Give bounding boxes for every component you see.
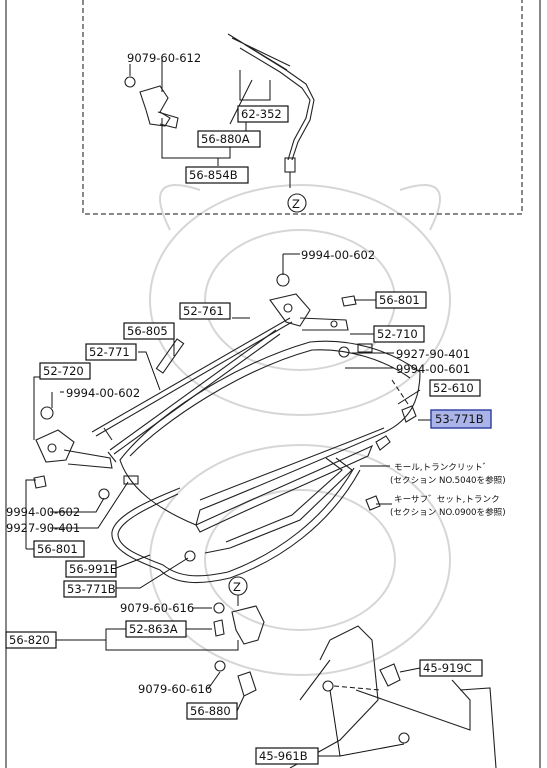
note-molding-1: モール,トランクリット゛ xyxy=(394,462,491,473)
label-hinge-left: 52-720 xyxy=(43,364,84,378)
box-bumper-highlight[interactable] xyxy=(430,409,492,429)
box-hinge-710 xyxy=(373,325,425,343)
key-set-part xyxy=(365,495,381,511)
watermark-emblem xyxy=(149,184,451,676)
box-lid xyxy=(429,379,481,397)
weatherstrip-seal xyxy=(111,467,361,584)
label-top-bolt: 9079-60-612 xyxy=(127,51,201,65)
label-bolt-616-a: 9079-60-616 xyxy=(120,601,194,615)
box-cable xyxy=(237,105,289,123)
bumper-right xyxy=(401,405,417,423)
label-nut-601: 9994-00-601 xyxy=(396,362,470,376)
label-z-top: Z xyxy=(292,197,300,211)
label-latch-a: 56-880A xyxy=(201,132,250,146)
box-hinge-right xyxy=(375,291,427,309)
trunk-lid xyxy=(119,340,421,533)
detail-inset-frame xyxy=(82,0,523,215)
label-nut-left: 9994-00-602 xyxy=(66,386,140,400)
note-key-1: キーサフ゛セット,トランク xyxy=(394,494,500,505)
box-hinge-left-bottom xyxy=(33,540,85,558)
lid-molding xyxy=(204,435,391,554)
label-hinge-right: 56-801 xyxy=(379,293,420,307)
label-z-bottom: Z xyxy=(233,580,241,594)
label-weatherstrip: 56-991E xyxy=(69,562,117,576)
top-latch-part xyxy=(124,76,179,129)
label-nut-left-bottom: 9994-00-602 xyxy=(6,505,80,519)
label-hinge-710: 52-710 xyxy=(377,327,418,341)
box-bracket-805 xyxy=(123,322,175,340)
box-torsion-771 xyxy=(85,343,137,361)
cable-assembly xyxy=(227,33,315,188)
marker-z-top xyxy=(287,193,307,213)
body-panel-detail xyxy=(289,625,497,768)
left-hinge xyxy=(33,406,139,500)
label-bolt-616-b: 9079-60-616 xyxy=(138,682,212,696)
label-latch-assy: 56-820 xyxy=(9,633,50,647)
label-bumper-left-bottom: 9927-90-401 xyxy=(6,521,80,535)
label-hinge-left-bottom: 56-801 xyxy=(37,542,78,556)
box-bumper-bottom xyxy=(63,580,117,598)
label-latch-b: 56-854B xyxy=(189,168,238,182)
box-latch-b xyxy=(185,166,249,184)
label-cable: 62-352 xyxy=(241,107,282,121)
label-bracket-805: 56-805 xyxy=(127,324,168,338)
label-clip-961: 45-961B xyxy=(259,749,308,763)
box-weatherstrip xyxy=(65,560,117,578)
box-latch-a xyxy=(197,130,261,148)
label-striker: 52-863A xyxy=(129,622,178,636)
label-bumper-highlight[interactable]: 53-771B xyxy=(435,412,484,426)
bottom-latch-assembly xyxy=(213,602,265,697)
label-nut-top: 9994-00-602 xyxy=(301,248,375,262)
box-hinge-left xyxy=(39,362,91,380)
label-fastener-919: 45-919C xyxy=(423,661,472,675)
note-molding-2: (セクション NO.5040を参照) xyxy=(390,474,506,486)
label-bumper-bottom: 53-771B xyxy=(67,582,116,596)
label-lid: 52-610 xyxy=(433,381,474,395)
label-bumper-401: 9927-90-401 xyxy=(396,347,470,361)
label-latch-880: 56-880 xyxy=(190,704,231,718)
label-torsion-bar: 52-761 xyxy=(183,304,224,318)
box-torsion-bar xyxy=(179,302,231,320)
label-torsion-771: 52-771 xyxy=(89,345,130,359)
note-key-2: (セクション NO.0900を参照) xyxy=(390,506,506,518)
torsion-bars xyxy=(91,317,293,463)
lid-dashed-guide xyxy=(391,379,409,405)
